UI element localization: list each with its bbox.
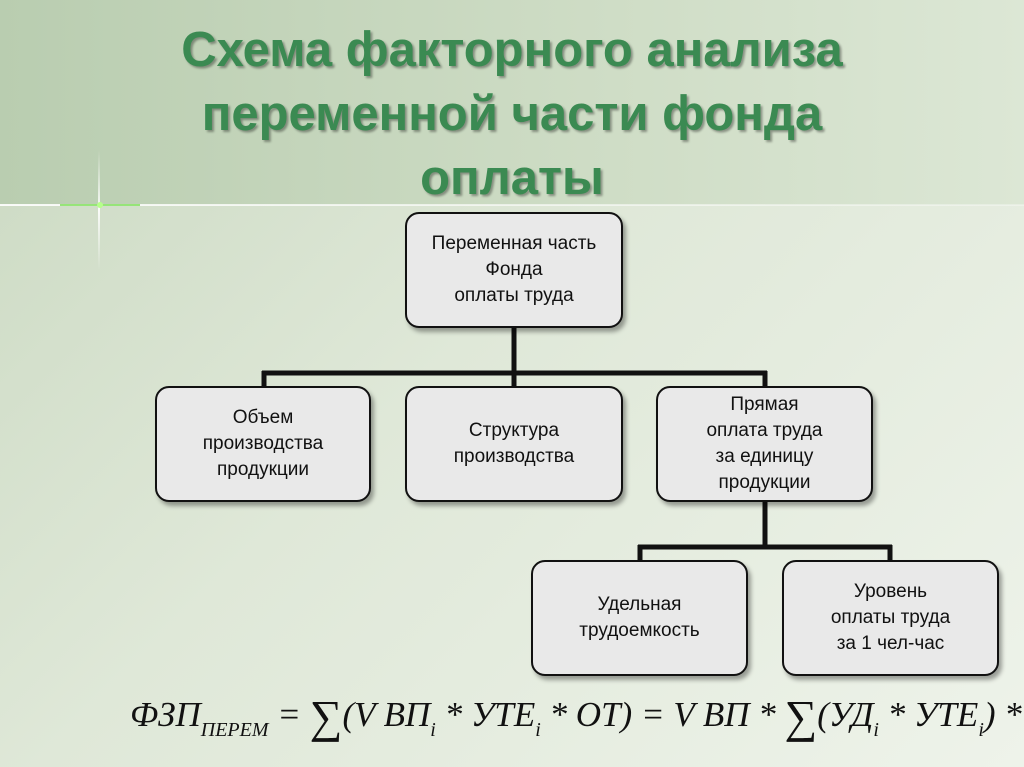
- formula-index-3: i: [873, 719, 879, 741]
- formula-lhs-subscript: ПЕРЕМ: [200, 719, 269, 741]
- formula-part-2: * УТЕ: [435, 695, 536, 734]
- formula-lhs: ФЗП: [130, 695, 201, 734]
- node-labor-intensity: Удельная трудоемкость: [531, 560, 748, 676]
- formula-part-4: V ВП *: [673, 695, 785, 734]
- formula: ФЗППЕРЕМ = ∑(V ВПi * УТЕi * ОТ) = V ВП *…: [130, 690, 1024, 750]
- title-line-3: оплаты: [420, 151, 604, 205]
- node-variable-pay-fund: Переменная часть Фонда оплаты труда: [405, 212, 623, 328]
- node-production-structure: Структура производства: [405, 386, 623, 502]
- formula-index-4: i: [978, 719, 984, 741]
- node-pay-level-per-hour: Уровень оплаты труда за 1 чел-час: [782, 560, 999, 676]
- formula-part-1: (V ВП: [342, 695, 431, 734]
- formula-part-7: ) * О: [983, 695, 1024, 734]
- sum-icon: ∑: [309, 691, 343, 742]
- formula-part-5: (УД: [817, 695, 874, 734]
- decorative-horizontal-line: [0, 204, 1024, 206]
- page-title: Схема факторного анализа переменной част…: [0, 18, 1024, 210]
- decorative-vertical-line: [98, 150, 100, 270]
- formula-equals-2: =: [632, 695, 674, 734]
- sparkle-icon: [60, 202, 140, 208]
- formula-index-2: i: [535, 719, 541, 741]
- node-direct-pay-per-unit: Прямая оплата труда за единицу продукции: [656, 386, 873, 502]
- title-line-2: переменной части фонда: [201, 87, 823, 141]
- formula-equals-1: =: [268, 695, 310, 734]
- title-band: [0, 0, 1024, 205]
- node-production-volume: Объем производства продукции: [155, 386, 371, 502]
- formula-part-6: * УТЕ: [878, 695, 979, 734]
- title-line-1: Схема факторного анализа: [181, 23, 843, 77]
- sum-icon: ∑: [784, 691, 818, 742]
- formula-index-1: i: [430, 719, 436, 741]
- formula-part-3: * ОТ): [540, 695, 633, 734]
